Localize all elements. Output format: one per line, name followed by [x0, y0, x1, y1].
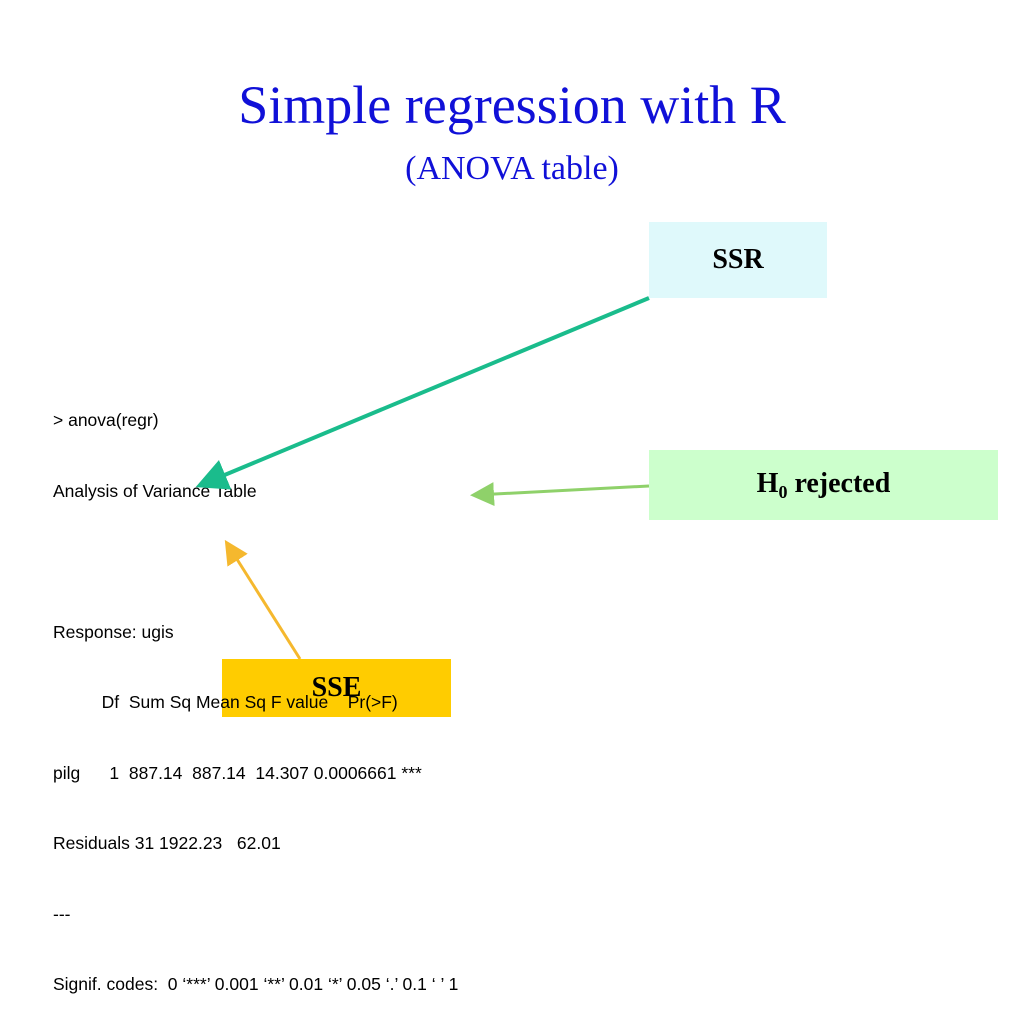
- console-line-header: Df Sum Sq Mean Sq F value Pr(>F): [53, 692, 418, 712]
- h0-letter: H: [756, 467, 779, 499]
- console-line-signif: Signif. codes: 0 ‘***’ 0.001 ‘**’ 0.01 ‘…: [53, 974, 459, 994]
- sse-label: SSE: [311, 672, 362, 703]
- sse-callout: SSE: [222, 659, 451, 717]
- console-line-separator: ---: [53, 903, 71, 924]
- ssr-callout: SSR: [649, 222, 827, 298]
- console-line-command: > anova(regr): [53, 410, 159, 430]
- slide-subtitle: (ANOVA table): [405, 150, 619, 187]
- h0-rejected-text: rejected: [787, 467, 891, 499]
- r-console-output: > anova(regr) Analysis of Variance Table…: [53, 362, 458, 1020]
- console-line-heading: Analysis of Variance Table: [53, 480, 257, 501]
- slide-title: Simple regression with R: [238, 75, 786, 135]
- h0-label: H0 rejected: [757, 468, 891, 503]
- console-line-response: Response: ugis: [53, 621, 174, 642]
- console-line-residuals: Residuals 31 1922.23 62.01: [53, 833, 388, 853]
- h0-rejected-callout: H0 rejected: [649, 450, 998, 520]
- h0-subscript: 0: [778, 481, 788, 502]
- h0-arrow: [470, 482, 650, 507]
- ssr-label: SSR: [712, 244, 764, 275]
- console-line-blank: [53, 550, 458, 574]
- console-line-pilg: pilg 1 887.14 887.14 14.307 0.0006661 **…: [53, 762, 422, 783]
